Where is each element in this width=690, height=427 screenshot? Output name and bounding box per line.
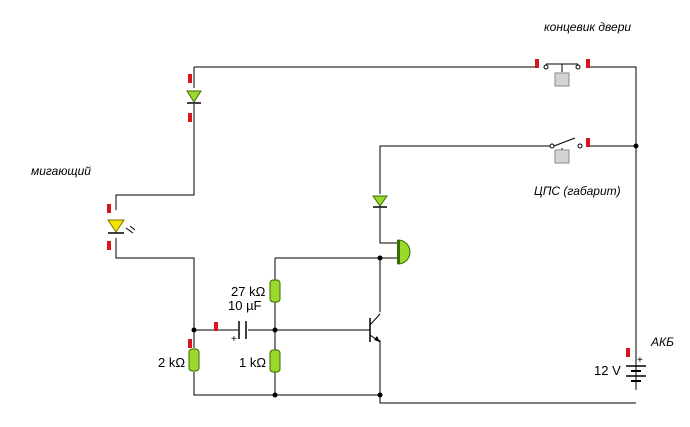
blinking-led bbox=[107, 219, 136, 234]
junction-dot bbox=[633, 143, 639, 149]
probe-marker bbox=[535, 59, 539, 68]
diode-top bbox=[186, 90, 202, 104]
left-bottom-wire bbox=[193, 330, 380, 396]
npn-transistor bbox=[369, 313, 381, 343]
collector-wire bbox=[275, 257, 381, 312]
capacitor-label: 10 µF bbox=[228, 298, 262, 313]
parking-switch-wire bbox=[379, 145, 636, 244]
probe-marker bbox=[626, 348, 630, 357]
battery-voltage-label: 12 V bbox=[594, 363, 621, 378]
junction-dot bbox=[191, 327, 197, 333]
junction-dot bbox=[272, 392, 278, 398]
junction-dot bbox=[272, 327, 278, 333]
left-middle-wire bbox=[115, 238, 195, 330]
probe-marker bbox=[188, 339, 192, 348]
door-limit-switch[interactable] bbox=[543, 63, 581, 87]
junction-dot bbox=[377, 255, 383, 261]
resistor-2k bbox=[188, 348, 200, 372]
resistor-1k-label: 1 kΩ bbox=[239, 355, 266, 370]
probe-markers bbox=[107, 59, 630, 357]
diode-parking bbox=[372, 195, 388, 208]
capacitor: + bbox=[231, 321, 247, 345]
probe-marker bbox=[586, 59, 590, 68]
parking-switch-label: ЦПС (габарит) bbox=[534, 184, 621, 198]
probe-marker bbox=[214, 322, 218, 331]
emitter-wire bbox=[379, 340, 636, 404]
battery: + bbox=[626, 355, 646, 382]
resistor-27k-label: 27 kΩ bbox=[231, 284, 266, 299]
battery-plus-sign: + bbox=[637, 355, 643, 366]
junction-dot bbox=[377, 392, 383, 398]
junction-dots bbox=[191, 143, 639, 398]
door-switch-button[interactable] bbox=[554, 72, 570, 87]
resistor-2k-label: 2 kΩ bbox=[158, 355, 185, 370]
resistor-27k bbox=[269, 279, 281, 303]
blinking-led-label: мигающий bbox=[31, 164, 91, 178]
buzzer bbox=[397, 239, 411, 265]
top-rail-wire bbox=[194, 66, 637, 390]
probe-marker bbox=[188, 113, 192, 122]
resistor-1k bbox=[269, 349, 281, 373]
probe-marker bbox=[586, 138, 590, 147]
parking-light-switch[interactable] bbox=[549, 137, 583, 164]
battery-label: АКБ bbox=[650, 335, 674, 349]
door-switch-label: концевик двери bbox=[544, 20, 631, 34]
probe-marker bbox=[188, 74, 192, 83]
capacitor-plus-sign: + bbox=[231, 334, 237, 345]
light-rays-icon bbox=[125, 225, 136, 234]
left-upper-wire bbox=[115, 67, 195, 210]
parking-switch-button[interactable] bbox=[554, 149, 570, 164]
probe-marker bbox=[107, 241, 111, 250]
probe-marker bbox=[107, 204, 111, 213]
